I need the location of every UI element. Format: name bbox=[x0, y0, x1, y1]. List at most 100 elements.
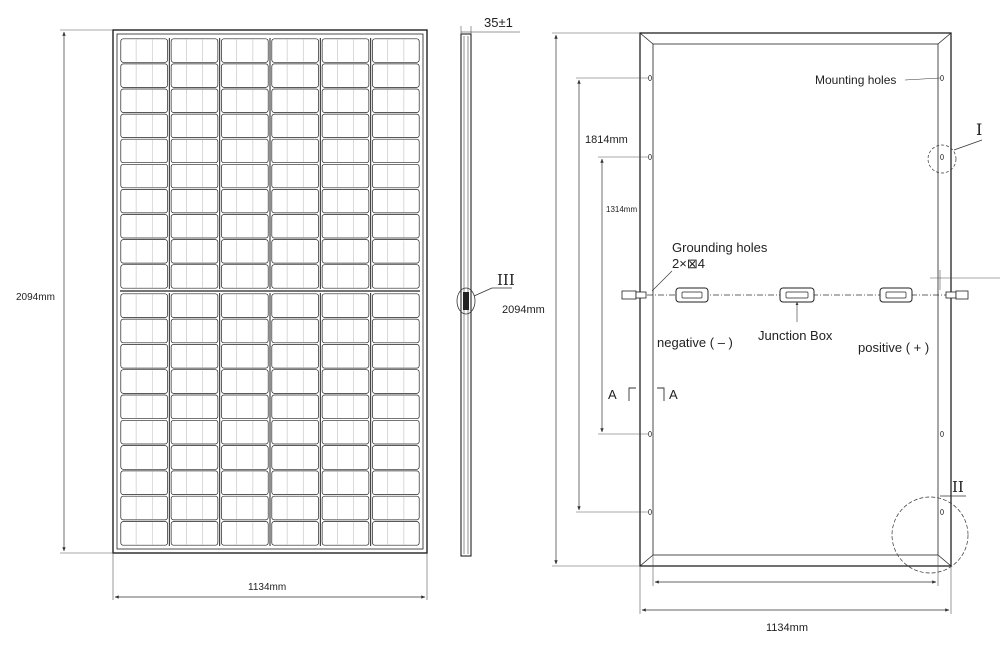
solar-cell bbox=[170, 521, 219, 546]
solar-cell bbox=[271, 445, 319, 470]
solar-cell bbox=[321, 470, 370, 495]
solar-cell bbox=[120, 344, 168, 369]
solar-cell bbox=[120, 369, 168, 394]
back-height-dimension: 2094mm bbox=[502, 32, 640, 567]
detail-I-label: I bbox=[976, 120, 982, 139]
side-frame bbox=[460, 33, 472, 557]
back-frame-outer bbox=[639, 32, 952, 567]
solar-cell bbox=[221, 369, 269, 394]
solar-cell bbox=[271, 419, 319, 445]
solar-cell bbox=[321, 394, 370, 420]
solar-cell bbox=[170, 369, 219, 394]
solar-cell bbox=[271, 63, 319, 88]
solar-cell bbox=[321, 88, 370, 113]
solar-cell bbox=[372, 344, 420, 369]
solar-cell bbox=[372, 113, 420, 138]
solar-cell bbox=[321, 239, 370, 264]
solar-cell bbox=[221, 293, 269, 318]
front-frame-inner bbox=[116, 33, 424, 550]
grounding-pitch-label: 1314mm bbox=[606, 205, 637, 214]
mounting-hole bbox=[940, 509, 944, 515]
detail-III-label: III bbox=[497, 271, 515, 289]
solar-cell bbox=[120, 495, 168, 521]
junction-box bbox=[779, 287, 815, 303]
solar-cell bbox=[372, 419, 420, 445]
solar-cell bbox=[271, 344, 319, 369]
solar-cell bbox=[321, 521, 370, 546]
solar-cell bbox=[120, 163, 168, 189]
solar-cell bbox=[372, 394, 420, 420]
front-height-label: 2094mm bbox=[16, 292, 55, 303]
positive-box bbox=[879, 287, 913, 303]
solar-cell bbox=[170, 445, 219, 470]
solar-cell bbox=[372, 163, 420, 189]
solar-cell bbox=[170, 264, 219, 289]
grounding-pitch-dimension: 1314mm bbox=[598, 156, 648, 435]
solar-cell bbox=[271, 163, 319, 189]
front-frame-outer bbox=[112, 29, 428, 554]
solar-cell bbox=[221, 189, 269, 214]
detail-III-circle bbox=[456, 287, 476, 315]
solar-cell bbox=[221, 264, 269, 289]
solar-cell bbox=[372, 38, 420, 63]
solar-cell bbox=[170, 63, 219, 88]
solar-cell bbox=[271, 214, 319, 239]
mounting-hole bbox=[940, 75, 944, 81]
solar-cell bbox=[120, 293, 168, 318]
positive-connector bbox=[945, 291, 957, 299]
front-width-dimension: 1134mm bbox=[112, 553, 428, 600]
grounding-hole bbox=[648, 431, 652, 437]
solar-cell bbox=[271, 88, 319, 113]
grounding-hole bbox=[940, 431, 944, 437]
solar-cell bbox=[120, 445, 168, 470]
solar-cell bbox=[120, 521, 168, 546]
solar-cell bbox=[271, 318, 319, 344]
back-width-dimension: 1134mm bbox=[639, 566, 952, 634]
solar-cell bbox=[221, 495, 269, 521]
solar-cell bbox=[170, 394, 219, 420]
solar-cell bbox=[321, 214, 370, 239]
back-frame-inner bbox=[652, 43, 939, 556]
back-view: Mounting holes I II 1814mm 1314mm bbox=[502, 32, 1000, 634]
mounting-hole bbox=[648, 509, 652, 515]
solar-cell bbox=[170, 88, 219, 113]
solar-cell bbox=[271, 264, 319, 289]
solar-cell bbox=[170, 239, 219, 264]
solar-cell bbox=[221, 63, 269, 88]
solar-cell bbox=[221, 445, 269, 470]
solar-cell bbox=[221, 470, 269, 495]
solar-cell bbox=[170, 189, 219, 214]
detail-II-label: II bbox=[952, 478, 964, 496]
solar-cell bbox=[170, 419, 219, 445]
back-height-label: 2094mm bbox=[502, 304, 545, 316]
solar-cell bbox=[120, 113, 168, 138]
mounting-holes-label: Mounting holes bbox=[815, 73, 896, 87]
solar-cell bbox=[170, 318, 219, 344]
section-left-label: A bbox=[608, 387, 617, 402]
solar-cell bbox=[321, 113, 370, 138]
mounting-pitch-label: 1814mm bbox=[585, 134, 628, 146]
negative-connector bbox=[621, 290, 637, 300]
solar-cell bbox=[372, 369, 420, 394]
solar-cell bbox=[170, 495, 219, 521]
thickness-label: 35±1 bbox=[484, 15, 513, 30]
solar-cell bbox=[221, 521, 269, 546]
mounting-pitch-dimension: 1814mm bbox=[576, 77, 648, 513]
solar-cell bbox=[372, 293, 420, 318]
solar-cell bbox=[221, 344, 269, 369]
section-marker-A: A A bbox=[608, 387, 678, 402]
solar-cell bbox=[120, 88, 168, 113]
junction-box-label: Junction Box bbox=[758, 328, 833, 343]
solar-cell bbox=[321, 495, 370, 521]
solar-cell bbox=[271, 239, 319, 264]
cable-assembly bbox=[621, 270, 1000, 303]
solar-cell bbox=[221, 38, 269, 63]
solar-cell bbox=[321, 63, 370, 88]
solar-cell bbox=[271, 189, 319, 214]
solar-cell bbox=[271, 495, 319, 521]
solar-cell bbox=[321, 318, 370, 344]
solar-cell bbox=[372, 521, 420, 546]
solar-cell bbox=[372, 189, 420, 214]
solar-cell bbox=[271, 293, 319, 318]
